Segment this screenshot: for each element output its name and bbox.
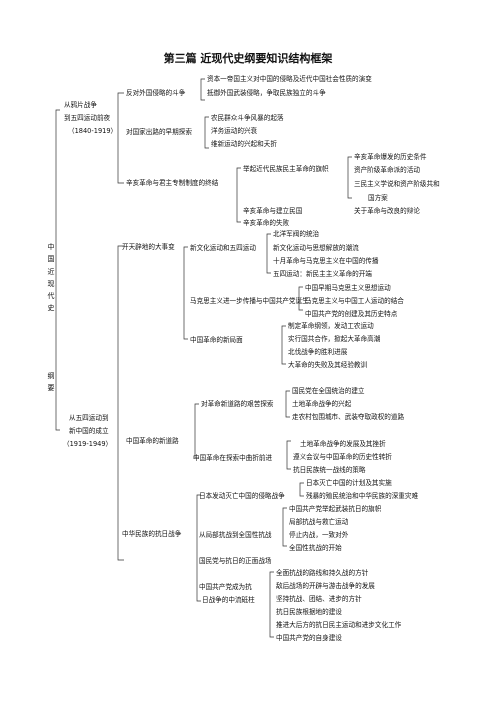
era2-branch3-sub-label-line2: 日战争的中流砥柱 (202, 596, 255, 604)
era1-branch1-item: 抵御外国武装侵略，争取民族独立的斗争 (207, 89, 326, 97)
era1-branch3-sub-label: 举起近代民族民主革命的旗帜 (243, 165, 329, 173)
era1-bracket (117, 92, 124, 184)
root-label-cont: 纲要 (47, 372, 55, 393)
xinwenhua-bracket (266, 233, 271, 274)
era2-branch2-sub-item: 遵义会议与中国革命的历史性转折 (293, 453, 392, 461)
era2-bracket (117, 245, 124, 561)
era2-branch2-sub-item: 走农村包围城市、武装夺取政权的道路 (292, 413, 405, 421)
era1-branch3-sub-item: 资产阶级革命派的活动 (354, 166, 420, 174)
era2-branch3-sub-item: 局部抗战与救亡运动 (289, 518, 349, 526)
xinjumian-bracket (281, 325, 286, 365)
era2-branch2-sub-item: 土地革命战争的发展及其挫折 (300, 440, 386, 448)
era1-branch1-item: 资本一帝国主义对中国的侵略及近代中国社会性质的演变 (207, 75, 372, 83)
era2-branch3-label: 中华民族的抗日战争 (122, 530, 182, 538)
root-label: 中国近现代史 (47, 243, 55, 313)
era2-branch3-sub-item: 坚持抗战、团结、进步的方针 (276, 595, 362, 603)
era2-branch3-sub-item: 日本灭亡中国的计划及其实施 (306, 479, 392, 487)
era1-branch1-label: 反对外国侵略的斗争 (126, 89, 186, 97)
era2-branch1-sub-item: 大革命的失败及其经验教训 (288, 361, 368, 369)
zhongliu-bracket (269, 571, 274, 638)
era2-branch3-sub-item: 停止内战，一致对外 (289, 531, 349, 539)
era1-name-line1: 从鸦片战争 (64, 101, 97, 109)
era2-branch1-sub-item: 实行国共合作，掀起大革命高潮 (288, 335, 381, 343)
era2-branch3-sub-item: 全国性抗战的开始 (289, 544, 342, 552)
era2-branch1-sub-label: 中国革命的新局面 (190, 336, 243, 344)
branch3-bracket (236, 167, 241, 223)
era1-branch2-item: 洋务运动的兴衰 (211, 127, 258, 135)
qinlue-bracket (299, 482, 304, 497)
era2-branch2-sub-label: 对革命新道路的艰苦探索 (201, 400, 274, 408)
era2-branch2-label: 中国革命的新道路 (126, 437, 179, 445)
era1-branch3-tail: 辛亥革命的失败 (243, 219, 290, 227)
era2-name-line1: 从五四运动到 (69, 414, 109, 422)
era1-name-line2: 到五四运动前夜 (64, 114, 111, 122)
era2-branch1-sub-label: 马克思主义进一步传播与中国共产党诞生 (190, 297, 309, 305)
era1-branch2-item: 农民群众斗争风暴的起落 (211, 114, 284, 122)
era2-branch1-sub-item: 北伐战争的胜利进展 (288, 348, 348, 356)
era2-branch1-sub-item: 新文化运动与思想解放的潮流 (273, 244, 359, 252)
era2-branch3-sub-label: 从局部抗战到全国性抗战 (199, 531, 272, 539)
era2-branch3-sub-item: 抗日民族根据地的建设 (276, 608, 342, 616)
era2-branch3-sub-item: 敌后战场的开辟与游击战争的发展 (276, 582, 375, 590)
era1-branch3-sub-item: 关于革命与改良的辩论 (354, 207, 420, 215)
era2-name-line2: 新中国的成立 (69, 427, 109, 435)
era1-branch3-label: 辛亥革命与君主专制制度的终结 (126, 179, 219, 187)
era2-branch1-sub-item: 马克思主义与中国工人运动的结合 (305, 297, 404, 305)
era2-branch1-sub-item: 中国共产党的创建及其历史特点 (305, 310, 398, 318)
era1-branch3-sub-item: 辛亥革命爆发的历史条件 (354, 153, 427, 161)
era2-branch1-sub-item: 北洋军阀的统治 (273, 230, 320, 238)
qizhe-bracket (286, 440, 291, 470)
branch1-bracket (200, 78, 205, 101)
era2-branch1-sub-label: 新文化运动和五四运动 (190, 244, 256, 252)
era2-branch3-sub-item: 中国共产党的自身建设 (276, 634, 342, 642)
branch3-sub1-bracket (347, 156, 352, 199)
era2-branch1-label: 开天辟地的大事变 (122, 243, 175, 251)
xindaolu-bracket (194, 403, 199, 459)
kaitian-bracket (183, 246, 188, 340)
era2-branch3-sub-item: 推进大后方的抗日民主运动和进步文化工作 (276, 621, 402, 629)
era2-branch1-sub-item: 中国早期马克思主义思想运动 (305, 284, 391, 292)
makesi-bracket (298, 286, 303, 311)
branch2-bracket (204, 116, 209, 149)
era2-branch3-sub-item: 全面抗战的路线和持久战的方针 (276, 569, 369, 577)
kangri-bracket (196, 494, 201, 602)
root-bracket (55, 109, 60, 431)
era2-branch1-sub-item: 制定革命纲领，发动工农运动 (288, 322, 374, 330)
era2-branch2-sub-item: 国民党在全国统治的建立 (292, 387, 365, 395)
era1-branch2-item: 维新运动的兴起和夭折 (211, 140, 277, 148)
jubu-bracket (282, 507, 287, 547)
era2-branch1-sub-item: 五四运动：新民主主义革命的开端 (273, 270, 372, 278)
era2-branch1-sub-item: 十月革命与马克思主义在中国的传播 (273, 257, 379, 265)
era2-branch2-sub-item: 抗日民族统一战线的策略 (293, 466, 366, 474)
era1-branch3-sub-label: 辛亥革命与建立民国 (243, 207, 303, 215)
page-title: 第三篇 近现代史纲要知识结构框架 (163, 52, 333, 65)
era1-branch2-label: 对国家出路的早期探索 (126, 128, 192, 136)
era2-branch3-sub-label: 日本发动灭亡中国的侵略战争 (199, 492, 285, 500)
era1-branch3-sub-item: 国方案 (368, 194, 388, 202)
era2-branch3-sub-item: 残暴的殖民统治和中华民族的深重灾难 (306, 492, 419, 500)
era2-branch3-sub-label-line1: 中国共产党成为抗 (199, 583, 252, 591)
era2-branch2-sub-label: 中国革命在探索中曲折前进 (193, 454, 273, 462)
era2-branch3-sub-label: 国民党与抗日的正面战场 (199, 557, 272, 565)
era1-name-line3: （1840-1919） (68, 127, 118, 135)
era2-branch2-sub-item: 土地革命战争的兴起 (292, 400, 352, 408)
jiankutansuo-bracket (285, 390, 290, 418)
era2-name-line3: （1919-1949） (63, 440, 113, 448)
era1-branch3-sub-item: 三民主义学说和资产阶级共和 (354, 180, 440, 188)
era2-branch3-sub-item: 中国共产党举起武装抗日的旗帜 (289, 505, 382, 513)
